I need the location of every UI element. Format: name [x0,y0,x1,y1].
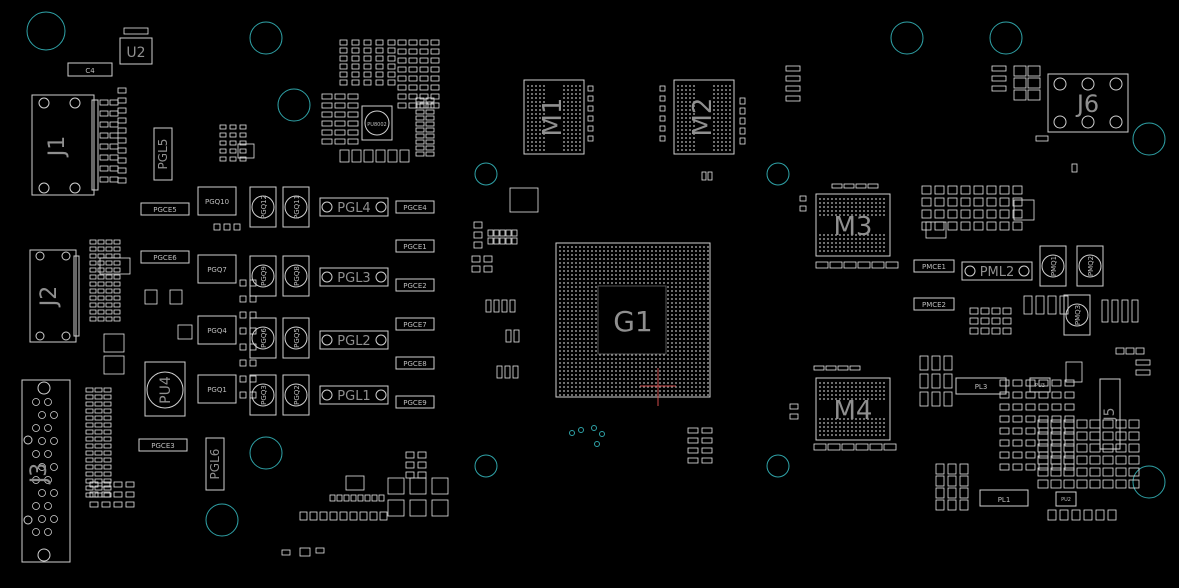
memory-m2: M2 [673,79,735,155]
mosfet-row-3: PGQ4 PGQ6 PGQ5 [197,315,310,359]
label-PGQ3: PGQ3 [260,385,268,405]
label-PMQ1: PMQ1 [1050,256,1058,276]
label-PU4: PU4 [158,376,174,404]
label-PGL2: PGL2 [337,334,370,349]
mounting-hole [249,21,283,55]
label-PGQ12: PGQ12 [260,195,268,219]
label-PGCE9: PGCE9 [403,399,426,407]
connector-j3: J3 [21,379,71,563]
label-PGL4: PGL4 [337,201,370,216]
label-C4: C4 [85,67,95,75]
label-M3: M3 [834,212,873,242]
mosfet-row-2: PGQ7 PGQ9 PGQ8 [197,254,310,297]
component-pu4: PU4 [144,361,186,417]
label-PGCE3: PGCE3 [151,442,174,450]
label-M1: M1 [538,98,568,137]
label-J1: J1 [45,136,70,159]
label-G1: G1 [613,305,653,338]
label-PGQ2: PGQ2 [293,385,301,405]
mounting-hole [474,162,498,186]
label-J5: J5 [1102,407,1118,421]
capacitors-pgce: PGCE5 PGCE6 PGCE3 PGCE4 PGCE1 PGCE2 PGCE… [138,200,435,452]
mosfet-row-1: PGQ10 PGQ12 PGQ11 [197,186,310,228]
mounting-hole [26,11,66,51]
label-PGCE7: PGCE7 [403,321,426,329]
component-u2: U2 [119,27,153,65]
component-c4: C4 [67,62,113,77]
mounting-hole [890,21,924,55]
connector-j6: J6 [1047,73,1129,133]
label-PGQ9: PGQ9 [260,266,268,286]
memory-m3: M3 [815,193,891,257]
label-PMQ3: PMQ3 [1074,305,1082,325]
label-PGQ10: PGQ10 [205,198,229,206]
mounting-hole [1132,122,1166,156]
label-PGL5: PGL5 [156,139,170,170]
gpu-g1: G1 [555,242,711,406]
vias [569,425,605,447]
inductor-pgl2: PGL2 [319,330,389,350]
label-J3: J3 [27,463,52,486]
label-PGL1: PGL1 [337,389,370,404]
mounting-hole [989,21,1023,55]
label-PL1: PL1 [998,496,1011,504]
label-PGCE2: PGCE2 [403,282,426,290]
label-PMCE1: PMCE1 [922,263,946,271]
label-PGQ11: PGQ11 [293,195,301,219]
memory-m4: M4 [815,377,891,441]
label-PGQ1: PGQ1 [207,386,227,394]
connector-j1: J1 [31,94,99,196]
label-PMQ2: PMQ2 [1087,256,1095,276]
memory-m1: M1 [523,79,585,155]
label-PGCE5: PGCE5 [153,206,176,214]
label-PGQ6: PGQ6 [260,328,268,348]
label-PMCE2: PMCE2 [922,301,946,309]
label-PGCE8: PGCE8 [403,360,426,368]
connector-j5: J5 [1099,378,1121,450]
label-M4: M4 [834,396,873,426]
label-U2: U2 [126,45,145,61]
mounting-hole [1132,465,1166,499]
label-PML2: PML2 [980,265,1015,280]
label-PGL3: PGL3 [337,271,370,286]
label-PGQ7: PGQ7 [207,266,227,274]
label-PGL6: PGL6 [208,449,222,480]
label-PGQ4: PGQ4 [207,327,227,335]
mounting-holes [26,11,1166,537]
label-PGQ8: PGQ8 [293,266,301,286]
inductor-pgl4: PGL4 [319,197,389,217]
passive-components [85,39,1151,557]
mosfet-row-4: PGQ1 PGQ3 PGQ2 [197,374,310,416]
mounting-hole [249,436,283,470]
inductor-pgl6: PGL6 [205,437,225,491]
mounting-hole [766,454,790,478]
label-J2: J2 [37,286,62,309]
power-right: PML2 PMCE1 PMCE2 PMQ1 PMQ2 PMQ3 PL3 PL1 … [913,245,1104,507]
mounting-hole [277,88,311,122]
mounting-hole [474,454,498,478]
label-PGCE1: PGCE1 [403,243,426,251]
connector-j2: J2 [29,249,80,343]
inductor-pgl3: PGL3 [319,267,389,287]
mounting-hole [205,503,239,537]
controller-pu8002: PU8002 [361,105,393,141]
mounting-hole [766,162,790,186]
label-M2: M2 [688,98,718,137]
label-PGQ5: PGQ5 [293,328,301,348]
label-PU8002: PU8002 [367,122,386,128]
inductor-pgl5: PGL5 [153,127,173,181]
label-PL3: PL3 [975,383,988,391]
inductor-pgl1: PGL1 [319,385,389,405]
label-PGCE6: PGCE6 [153,254,177,262]
label-PGCE4: PGCE4 [403,204,427,212]
label-J6: J6 [1075,90,1099,118]
label-PU2: PU2 [1061,497,1071,503]
